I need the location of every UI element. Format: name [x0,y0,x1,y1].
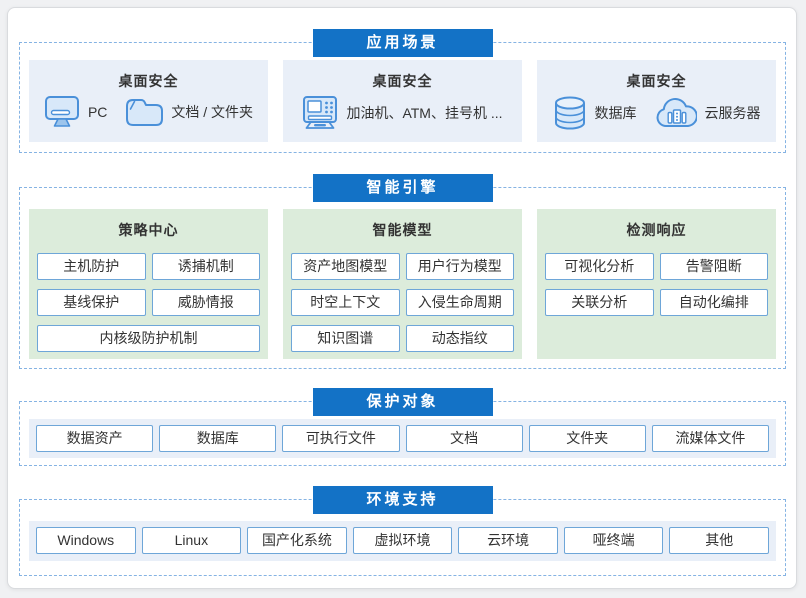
capability-chip: 资产地图模型 [291,253,400,280]
engine-panel-title: 检测响应 [626,222,687,238]
capability-chip: 自动化编排 [659,289,768,316]
capability-chip: 告警阻断 [659,253,768,280]
scenario-item: 云服务器 [655,97,761,129]
scenario-item: 数据库 [553,95,637,131]
diagram-card: 应用场景 桌面安全 PC 文档 / 文件夹桌面安全 加油机、ATM、挂号机 ..… [7,7,797,589]
engine-panel-grid: 主机防护诱捕机制基线保护威胁情报内核级防护机制 [29,240,268,352]
protection-object-chip: 数据资产 [36,425,154,452]
capability-chip: 时空上下文 [291,289,400,316]
engine-panel-0: 策略中心主机防护诱捕机制基线保护威胁情报内核级防护机制 [29,209,268,359]
protection-object-chip: 流媒体文件 [651,425,770,452]
engine-panel-grid: 资产地图模型用户行为模型时空上下文入侵生命周期知识图谱动态指纹 [283,240,522,352]
scenario-card-title: 桌面安全 [118,73,179,89]
scenario-item: PC [44,95,107,128]
protection-object-chip: 数据库 [159,425,277,452]
scenario-item-label: 文档 / 文件夹 [171,103,254,120]
section-banner-application-scenarios: 应用场景 [312,29,493,57]
folder-icon [125,96,164,127]
scenario-item-row: PC 文档 / 文件夹 [29,95,268,128]
capability-chip: 诱捕机制 [151,253,260,280]
database-icon [553,95,587,131]
scenario-item-label: 数据库 [594,105,637,121]
engine-panel-1: 智能模型资产地图模型用户行为模型时空上下文入侵生命周期知识图谱动态指纹 [283,209,522,359]
scenario-card-title: 桌面安全 [626,73,687,89]
scenario-item-row: 加油机、ATM、挂号机 ... [283,95,522,130]
scenario-card: 桌面安全 PC 文档 / 文件夹 [29,60,268,142]
engine-panel-2: 检测响应可视化分析告警阻断关联分析自动化编排 [537,209,776,359]
capability-chip: 基线保护 [37,289,146,316]
protection-objects-strip: 数据资产数据库可执行文件文档文件夹流媒体文件 [29,419,776,458]
environment-chip: 哑终端 [563,527,664,554]
scenario-item-label: PC [87,103,108,120]
scenario-item-label: 加油机、ATM、挂号机 ... [346,104,503,121]
capability-chip: 主机防护 [37,253,146,280]
section-protection-objects: 保护对象 数据资产数据库可执行文件文档文件夹流媒体文件 [19,388,786,466]
scenario-card: 桌面安全 加油机、ATM、挂号机 ... [283,60,522,142]
engine-panel-grid: 可视化分析告警阻断关联分析自动化编排 [537,240,776,316]
environment-chip: 云环境 [458,527,558,554]
scenario-card-title: 桌面安全 [372,73,433,89]
capability-chip: 内核级防护机制 [37,325,260,352]
engine-panel-title: 智能模型 [372,222,433,238]
capability-chip: 动态指纹 [405,325,514,352]
cloud-server-icon [655,97,697,129]
scenario-item: 文档 / 文件夹 [125,96,253,127]
section-banner-intelligent-engine: 智能引擎 [312,174,493,202]
scenario-item-row: 数据库 云服务器 [537,95,776,131]
capability-chip: 可视化分析 [545,253,654,280]
environment-chip: Windows [36,527,136,554]
scenario-item: 加油机、ATM、挂号机 ... [302,95,503,130]
capability-chip: 入侵生命周期 [405,289,514,316]
section-intelligent-engine: 智能引擎 策略中心主机防护诱捕机制基线保护威胁情报内核级防护机制智能模型资产地图… [19,174,786,369]
capability-chip: 关联分析 [545,289,654,316]
pc-icon [44,95,80,128]
protection-object-chip: 文档 [405,425,523,452]
protection-object-chip: 文件夹 [528,425,646,452]
section-banner-environment-support: 环境支持 [312,486,493,514]
environment-chip: 其他 [669,527,770,554]
protection-object-chip: 可执行文件 [282,425,400,452]
capability-chip: 知识图谱 [291,325,400,352]
environment-chip: Linux [141,527,242,554]
engine-panel-title: 策略中心 [118,222,179,238]
panel-row: 策略中心主机防护诱捕机制基线保护威胁情报内核级防护机制智能模型资产地图模型用户行… [20,188,785,359]
environment-chip: 国产化系统 [247,527,347,554]
section-banner-protection-objects: 保护对象 [312,388,493,416]
capability-chip: 威胁情报 [151,289,260,316]
atm-icon [302,95,338,130]
section-application-scenarios: 应用场景 桌面安全 PC 文档 / 文件夹桌面安全 加油机、ATM、挂号机 ..… [19,29,786,153]
capability-chip: 用户行为模型 [405,253,514,280]
scenario-card: 桌面安全 数据库 云服务器 [537,60,776,142]
scenario-item-label: 云服务器 [704,105,761,121]
scenario-row: 桌面安全 PC 文档 / 文件夹桌面安全 加油机、ATM、挂号机 ...桌面安全… [20,43,785,142]
environment-chip: 虚拟环境 [352,527,453,554]
